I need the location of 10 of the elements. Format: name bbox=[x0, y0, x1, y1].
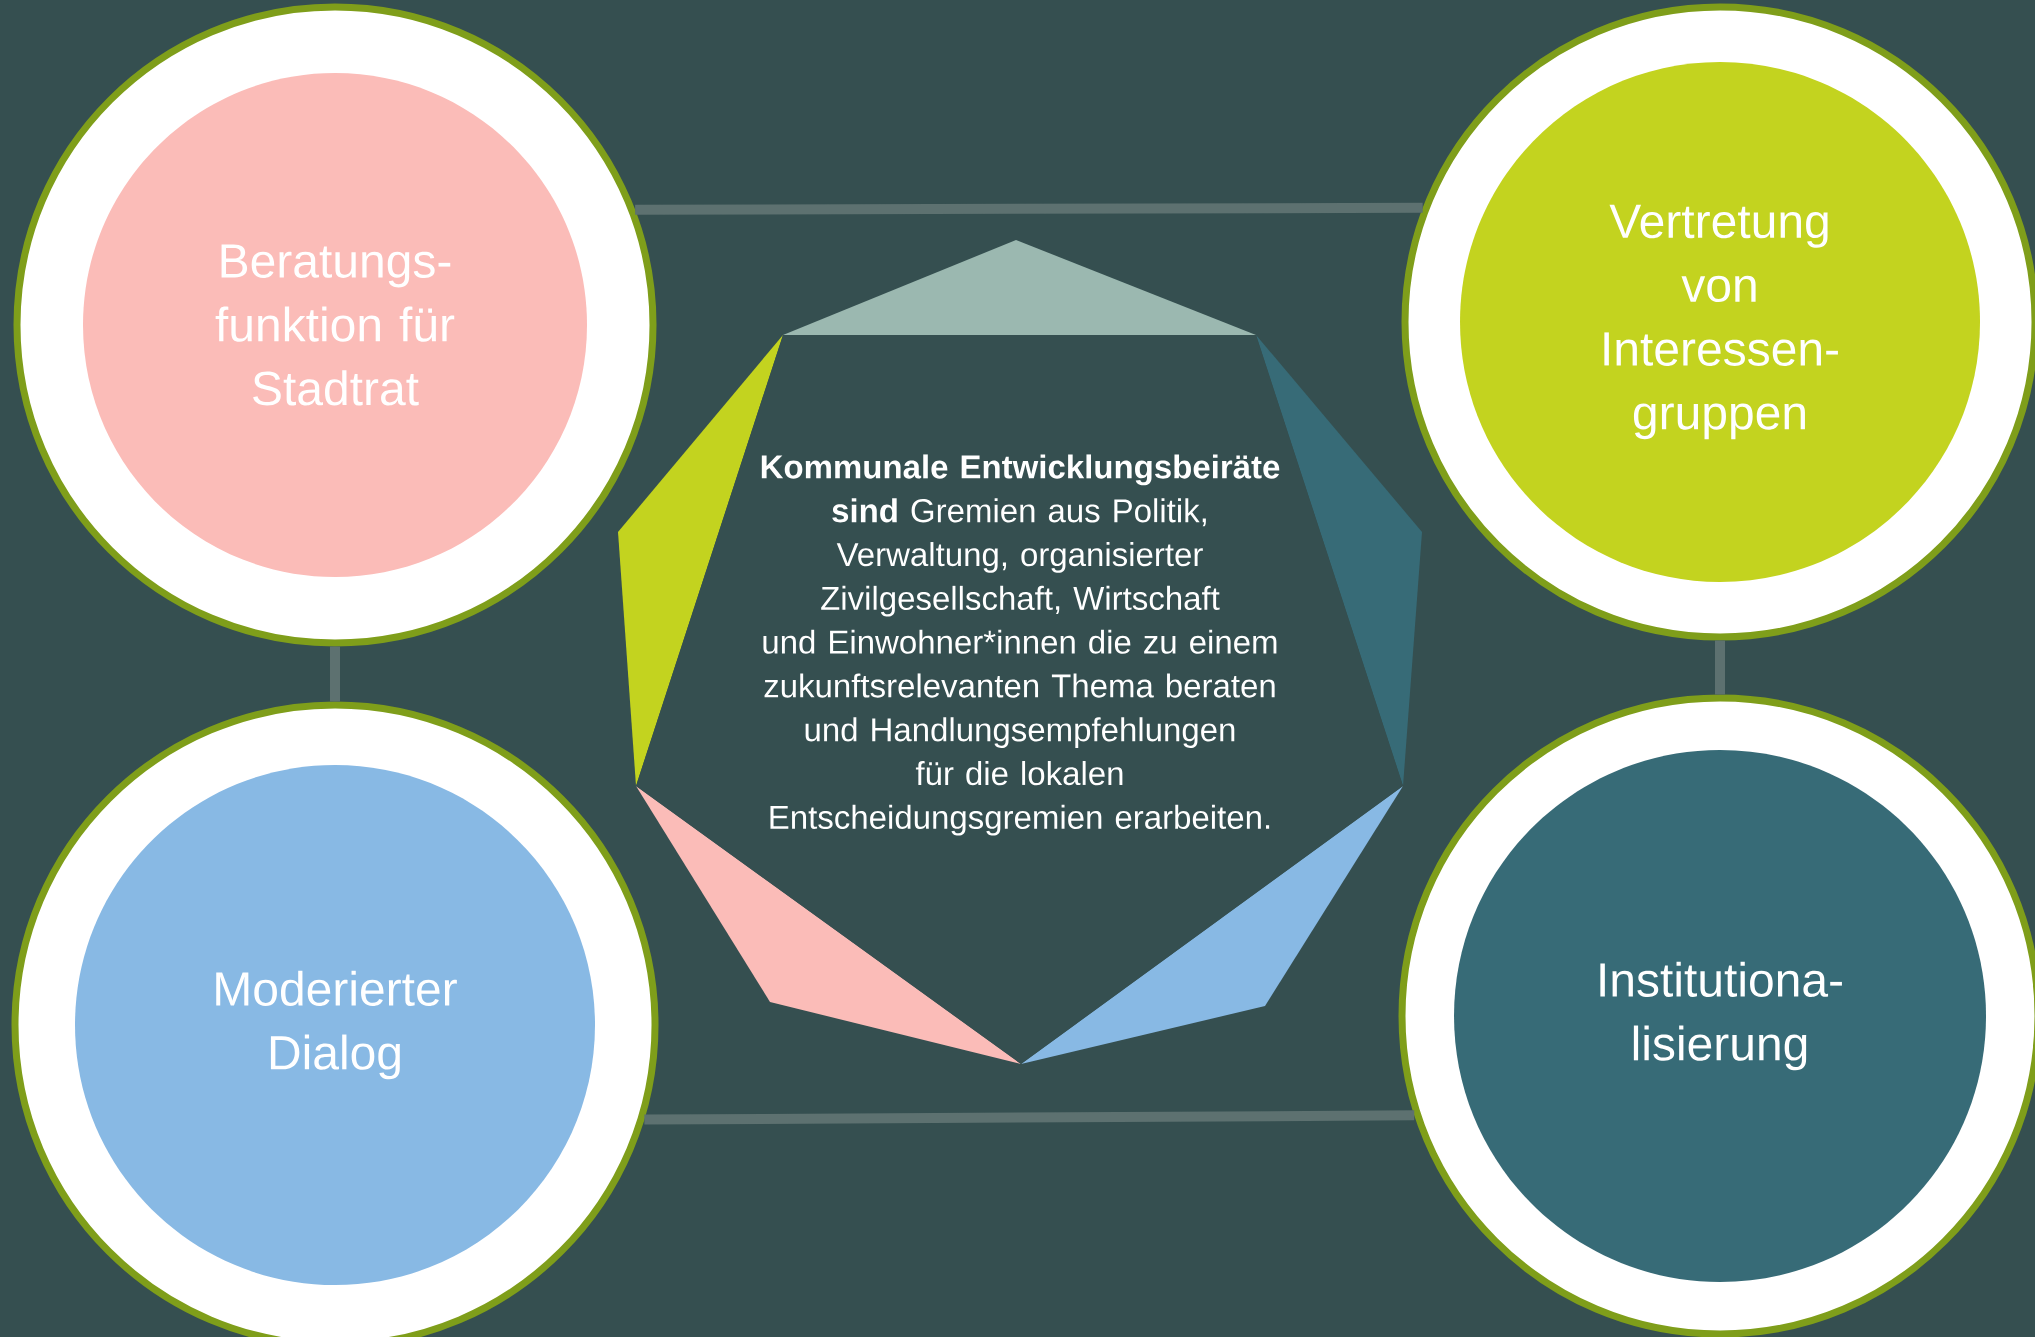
connector-line bbox=[644, 1110, 1415, 1125]
heptagon-text-panel: Kommunale Entwicklungsbeiräte sind Gremien aus Politik, Verwaltung, organisierter Zivilgesellschaft, Wirtschaft und Einwohner*innen die zu einem zukunftsrelevanten Thema beraten und Handlungsempfehlungen für die lokalen Entscheidungsgremien erarbeiten. bbox=[618, 240, 1422, 1064]
connector-line bbox=[635, 202, 1423, 215]
circle-node: Vertretung von Interessen-gruppen bbox=[1401, 3, 2035, 641]
circle-node: Moderierter Dialog bbox=[11, 701, 659, 1337]
circle-node: Institutiona-lisierung bbox=[1398, 694, 2035, 1337]
node-label: Kommunale Entwicklungsbeiräte sind Gremien aus Politik, Verwaltung, organisierter Zivilgesellschaft, Wirtschaft und Einwohner*innen die zu einem zukunftsrelevanten Thema beraten und Handlungsempfehlungen für die lokalen Entscheidungsgremien erarbeiten. bbox=[761, 454, 1280, 836]
connector-line bbox=[330, 646, 340, 702]
circle-node: Beratungs-funktion für Stadtrat bbox=[13, 3, 657, 647]
connector-line bbox=[1715, 640, 1725, 695]
